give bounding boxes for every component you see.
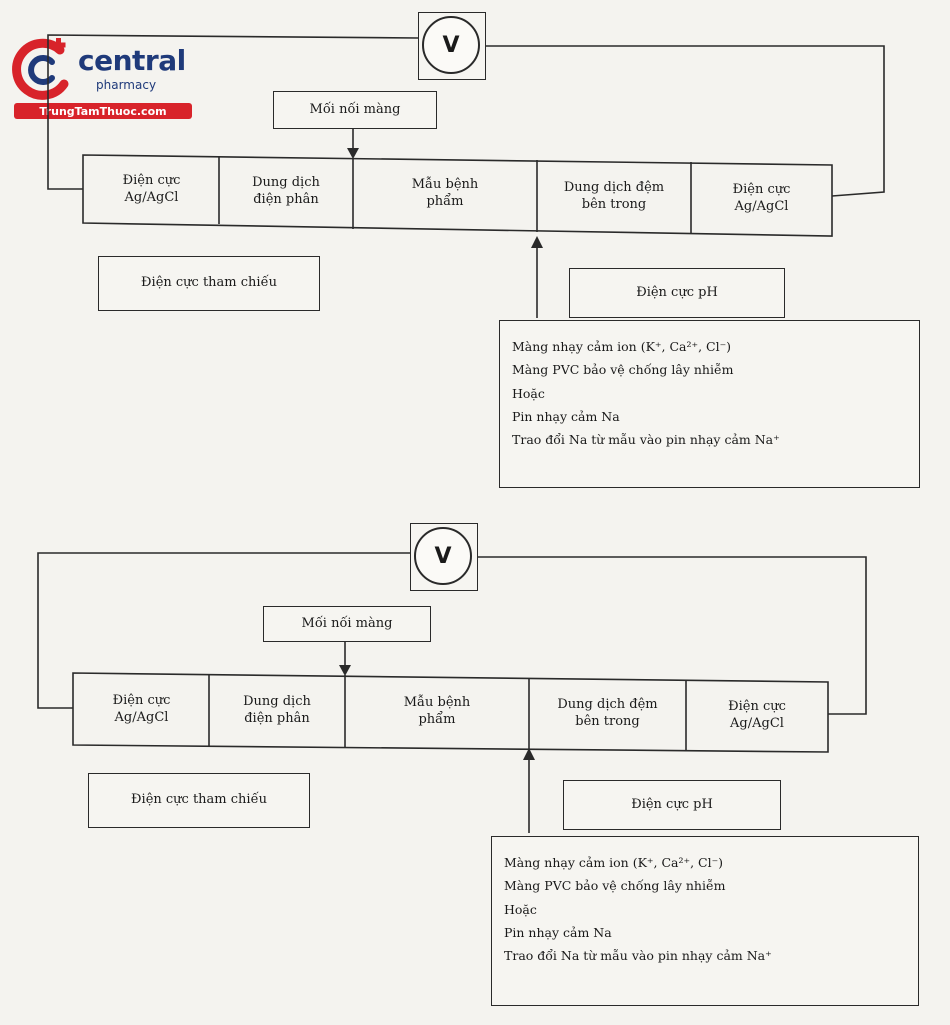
logo-url-bar: TrungTamThuoc.com: [14, 103, 192, 119]
cell-line: điện phân: [244, 711, 310, 726]
note-line: Hoặc: [504, 901, 537, 917]
cell-line: bên trong: [575, 714, 640, 729]
cell-line: Dung dịch đệm: [557, 697, 658, 713]
central-pharmacy-logo: central pharmacy TrungTamThuoc.com: [8, 36, 198, 122]
note-line: Trao đổi Na từ mẫu vào pin nhạy cảm Na⁺: [504, 948, 772, 963]
diagram-2-voltmeter-icon: V: [414, 527, 472, 585]
diagram-2-right-wire: [478, 556, 867, 715]
cell-line: Mẫu bệnh: [411, 177, 479, 193]
logo-subtitle: pharmacy: [96, 78, 157, 92]
cell-line: Ag/AgCl: [114, 710, 169, 725]
diagram-1-junction-label: Mối nối màng: [273, 91, 437, 129]
diagram-1-reference-electrode: Điện cực tham chiếu: [98, 256, 320, 311]
cell-line: Dung dịch: [252, 175, 320, 191]
note-line: Màng nhạy cảm ion (K⁺, Ca²⁺, Cl⁻): [512, 339, 732, 354]
diagram-2-left-wire: [37, 552, 410, 709]
diagram-1-voltmeter: V: [418, 12, 486, 80]
diagram-2-junction-label: Mối nối màng: [263, 606, 431, 642]
cell-line: Điện cực: [728, 699, 786, 715]
cell-line: Điện cực: [122, 173, 181, 189]
diagram-1-ph-electrode: Điện cực pH: [569, 268, 785, 318]
note-line: Pin nhạy cảm Na: [504, 924, 612, 940]
diagram-2-ph-electrode: Điện cực pH: [563, 780, 781, 830]
cell-line: Dung dịch đệm: [563, 179, 665, 195]
cell-line: phẩm: [418, 712, 456, 727]
cell-line: Ag/AgCl: [734, 198, 789, 214]
diagram-2-notes: Màng nhạy cảm ion (K⁺, Ca²⁺, Cl⁻) Màng P…: [491, 836, 919, 1006]
cell-line: điện phân: [253, 192, 319, 207]
diagram-2-reference-electrode: Điện cực tham chiếu: [88, 773, 310, 828]
cell-line: Mẫu bệnh: [403, 695, 471, 711]
diagram-1-ph-arrowhead: [531, 236, 543, 248]
diagram-1-cell-row: [82, 154, 833, 237]
cell-line: phẩm: [426, 194, 464, 209]
cell-line: Điện cực: [732, 181, 791, 197]
note-line: Hoặc: [512, 385, 545, 401]
diagram-2-ph-arrowhead: [523, 748, 535, 760]
note-line: Màng PVC bảo vệ chống lây nhiễm: [512, 362, 734, 378]
logo-mark-icon: [12, 38, 69, 100]
cell-line: Ag/AgCl: [730, 716, 784, 731]
diagram-1-notes: Màng nhạy cảm ion (K⁺, Ca²⁺, Cl⁻) Màng P…: [499, 320, 920, 488]
diagram-2-cell-row: [72, 672, 829, 753]
cell-line: Ag/AgCl: [124, 190, 179, 205]
cell-line: Điện cực: [112, 693, 171, 709]
diagram-1-right-wire: [486, 45, 885, 197]
cell-line: Dung dịch: [243, 694, 311, 710]
note-line: Màng PVC bảo vệ chống lây nhiễm: [504, 878, 726, 894]
note-line: Pin nhạy cảm Na: [512, 408, 620, 424]
diagram-1-left-wire: [47, 34, 419, 190]
note-line: Trao đổi Na từ mẫu vào pin nhạy cảm Na⁺: [512, 432, 780, 447]
note-line: Màng nhạy cảm ion (K⁺, Ca²⁺, Cl⁻): [504, 855, 724, 870]
diagram-1-voltmeter-icon: V: [422, 16, 480, 74]
diagram-2-voltmeter: V: [410, 523, 478, 591]
diagram-2-junction-arrowhead: [339, 665, 351, 676]
logo-url: TrungTamThuoc.com: [39, 104, 167, 118]
logo-brand: central: [78, 44, 186, 77]
cell-line: bên trong: [581, 196, 647, 212]
diagram-1-junction-arrowhead: [347, 148, 359, 159]
